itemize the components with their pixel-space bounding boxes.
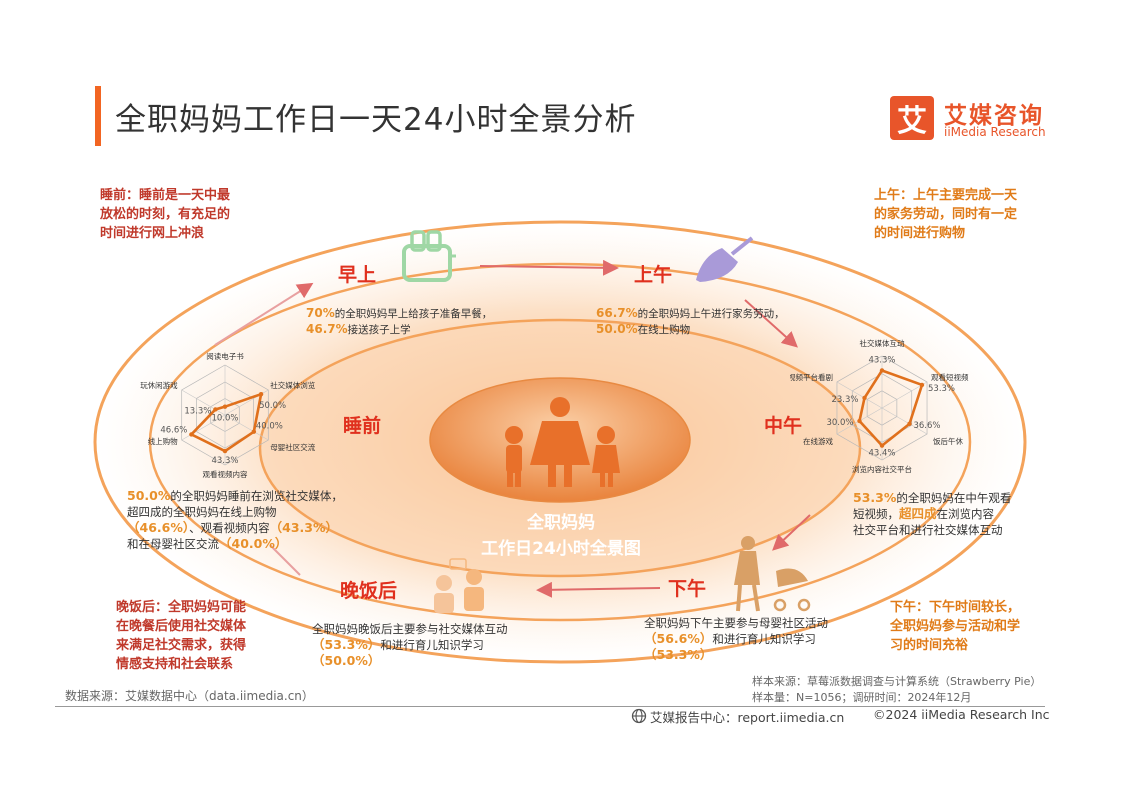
period-afternoon-label: 下午 [668, 578, 707, 600]
radar-axis-label: 浏览内容社交平台 [852, 464, 912, 474]
broom-icon [696, 236, 754, 282]
title-accent-bar [95, 86, 101, 146]
radar-axis-label: 社交媒体浏览 [270, 380, 315, 390]
logo-icon: 艾 [890, 96, 934, 140]
radar-axis-label: 观看视频内容 [203, 469, 248, 479]
sample-source: 样本来源：草莓派数据调查与计算系统（Strawberry Pie） [752, 675, 1042, 688]
radar-axis-label: 观看短视频 [931, 372, 969, 382]
stat-morning: 66.7%的全职妈妈上午进行家务劳动， 50.0%在线上购物 [596, 306, 785, 336]
globe-icon [631, 708, 647, 724]
logo-name-en: iiMedia Research [944, 125, 1046, 139]
stat-noon: 53.3%的全职妈妈在中午观看 短视频，超四成在浏览内容 社交平台和进行社交媒体… [853, 490, 1012, 537]
radar-axis-label: 饭后午休 [933, 436, 963, 446]
radar-axis [224, 414, 269, 441]
radar-point [907, 421, 912, 427]
arrow-bedtime-early [214, 282, 314, 346]
radar-point [251, 429, 257, 434]
period-morning-label: 上午 [634, 264, 673, 286]
stat-evening: 全职妈妈晚饭后主要参与社交媒体互动 （53.3%）和进行育儿知识学习 （50.0… [312, 622, 508, 668]
radar-point [222, 448, 228, 454]
page-title: 全职妈妈工作日一天24小时全景分析 [115, 102, 637, 138]
radar-point [857, 418, 862, 424]
note-afternoon: 下午：下午时间较长， 全职妈妈参与活动和学 习的时间充裕 [890, 600, 1021, 653]
radar-point [879, 443, 885, 448]
data-source: 数据来源：艾媒数据中心（data.iimedia.cn） [65, 689, 314, 703]
radar-axis-label: 母婴社区交流 [270, 442, 315, 452]
sample-size: 样本量：N=1056；调研时间：2024年12月 [752, 691, 972, 704]
radar-value-label: 30.0% [826, 418, 853, 428]
period-evening-label: 晚饭后 [340, 580, 398, 602]
period-early-label: 早上 [338, 264, 377, 286]
radar-axis-label: 玩休闲游戏 [140, 380, 178, 390]
radar-value-label: 46.6% [160, 425, 187, 435]
stat-afternoon: 全职妈妈下午主要参与母婴社区活动 （56.6%）和进行育儿知识学习 （53.3%… [644, 616, 828, 662]
radar-point [189, 432, 194, 437]
radar-value-label: 36.6% [913, 421, 940, 431]
radar-point [879, 368, 885, 373]
note-dinner: 晚饭后：全职妈妈可能 在晚餐后使用社交媒体 来满足社交需求，获得 情感支持和社会… [116, 600, 247, 672]
arrow-afternoon-evening [536, 581, 661, 598]
arrow-noon-afternoon [772, 514, 811, 551]
radar-value-label: 43.3% [211, 456, 238, 466]
period-bedtime-label: 睡前 [343, 415, 382, 437]
stat-early: 70%的全职妈妈早上给孩子准备早餐， 46.7%接送孩子上学 [306, 306, 493, 336]
radar-value-label: 13.3% [184, 406, 211, 416]
radar-point [213, 407, 218, 412]
radar-axis [881, 407, 928, 435]
radar-axis-label: 线上购物 [148, 436, 178, 446]
radar-axis [181, 414, 226, 441]
radar-value-label: 40.0% [256, 422, 283, 432]
radar-value-label: 43.4% [868, 449, 895, 459]
arrow-morning-noon [744, 299, 798, 348]
radar-axis-label: 长视频平台看剧 [790, 372, 833, 382]
center-title-line2: 工作日24小时全景图 [481, 539, 641, 559]
radar-value-label: 43.3% [868, 355, 895, 365]
radar-point [919, 382, 925, 388]
radar-axis-label: 在线游戏 [803, 436, 833, 446]
stat-bedtime: 50.0%的全职妈妈睡前在浏览社交媒体， 超四成的全职妈妈在线上购物 （46.6… [127, 488, 343, 551]
report-center-link[interactable]: 艾媒报告中心：report.iimedia.cn [650, 710, 845, 725]
logo-name-cn: 艾媒咨询 [944, 103, 1044, 129]
radar-point [862, 395, 867, 401]
radar-axis-label: 阅读电子书 [206, 351, 244, 361]
radar-value-label: 53.3% [928, 384, 955, 394]
note-morning: 上午：上午主要完成一天 的家务劳动，同时有一定 的时间进行购物 [874, 188, 1018, 241]
radar-axis [836, 381, 883, 409]
arrow-early-morning [479, 259, 619, 276]
stroller-icon [734, 536, 811, 612]
radar-axis [181, 389, 226, 416]
chat-people-icon [434, 558, 484, 613]
footer-divider [55, 706, 1045, 707]
radar-point [222, 404, 228, 409]
note-bedtime: 睡前：睡前是一天中最 放松的时刻，有充足的 时间进行网上冲浪 [100, 188, 231, 241]
radar-axis-label: 社交媒体互动 [860, 338, 905, 348]
middle-ring [148, 262, 972, 622]
mother-children-icon [505, 397, 620, 487]
copyright: ©2024 iiMedia Research Inc [873, 707, 1050, 722]
arrow-evening-bedtime [269, 544, 301, 576]
radar-axis [881, 381, 928, 409]
period-noon-label: 中午 [764, 415, 803, 437]
radar-value-label: 50.0% [259, 401, 286, 411]
radar-point [258, 391, 264, 397]
radar-value-label: 23.3% [831, 395, 858, 405]
toaster-icon [402, 230, 456, 282]
center-title: 全职妈妈 工作日24小时全景图 [461, 510, 661, 562]
radar-value-label: 10.0% [211, 414, 238, 424]
center-title-line1: 全职妈妈 [527, 513, 595, 533]
